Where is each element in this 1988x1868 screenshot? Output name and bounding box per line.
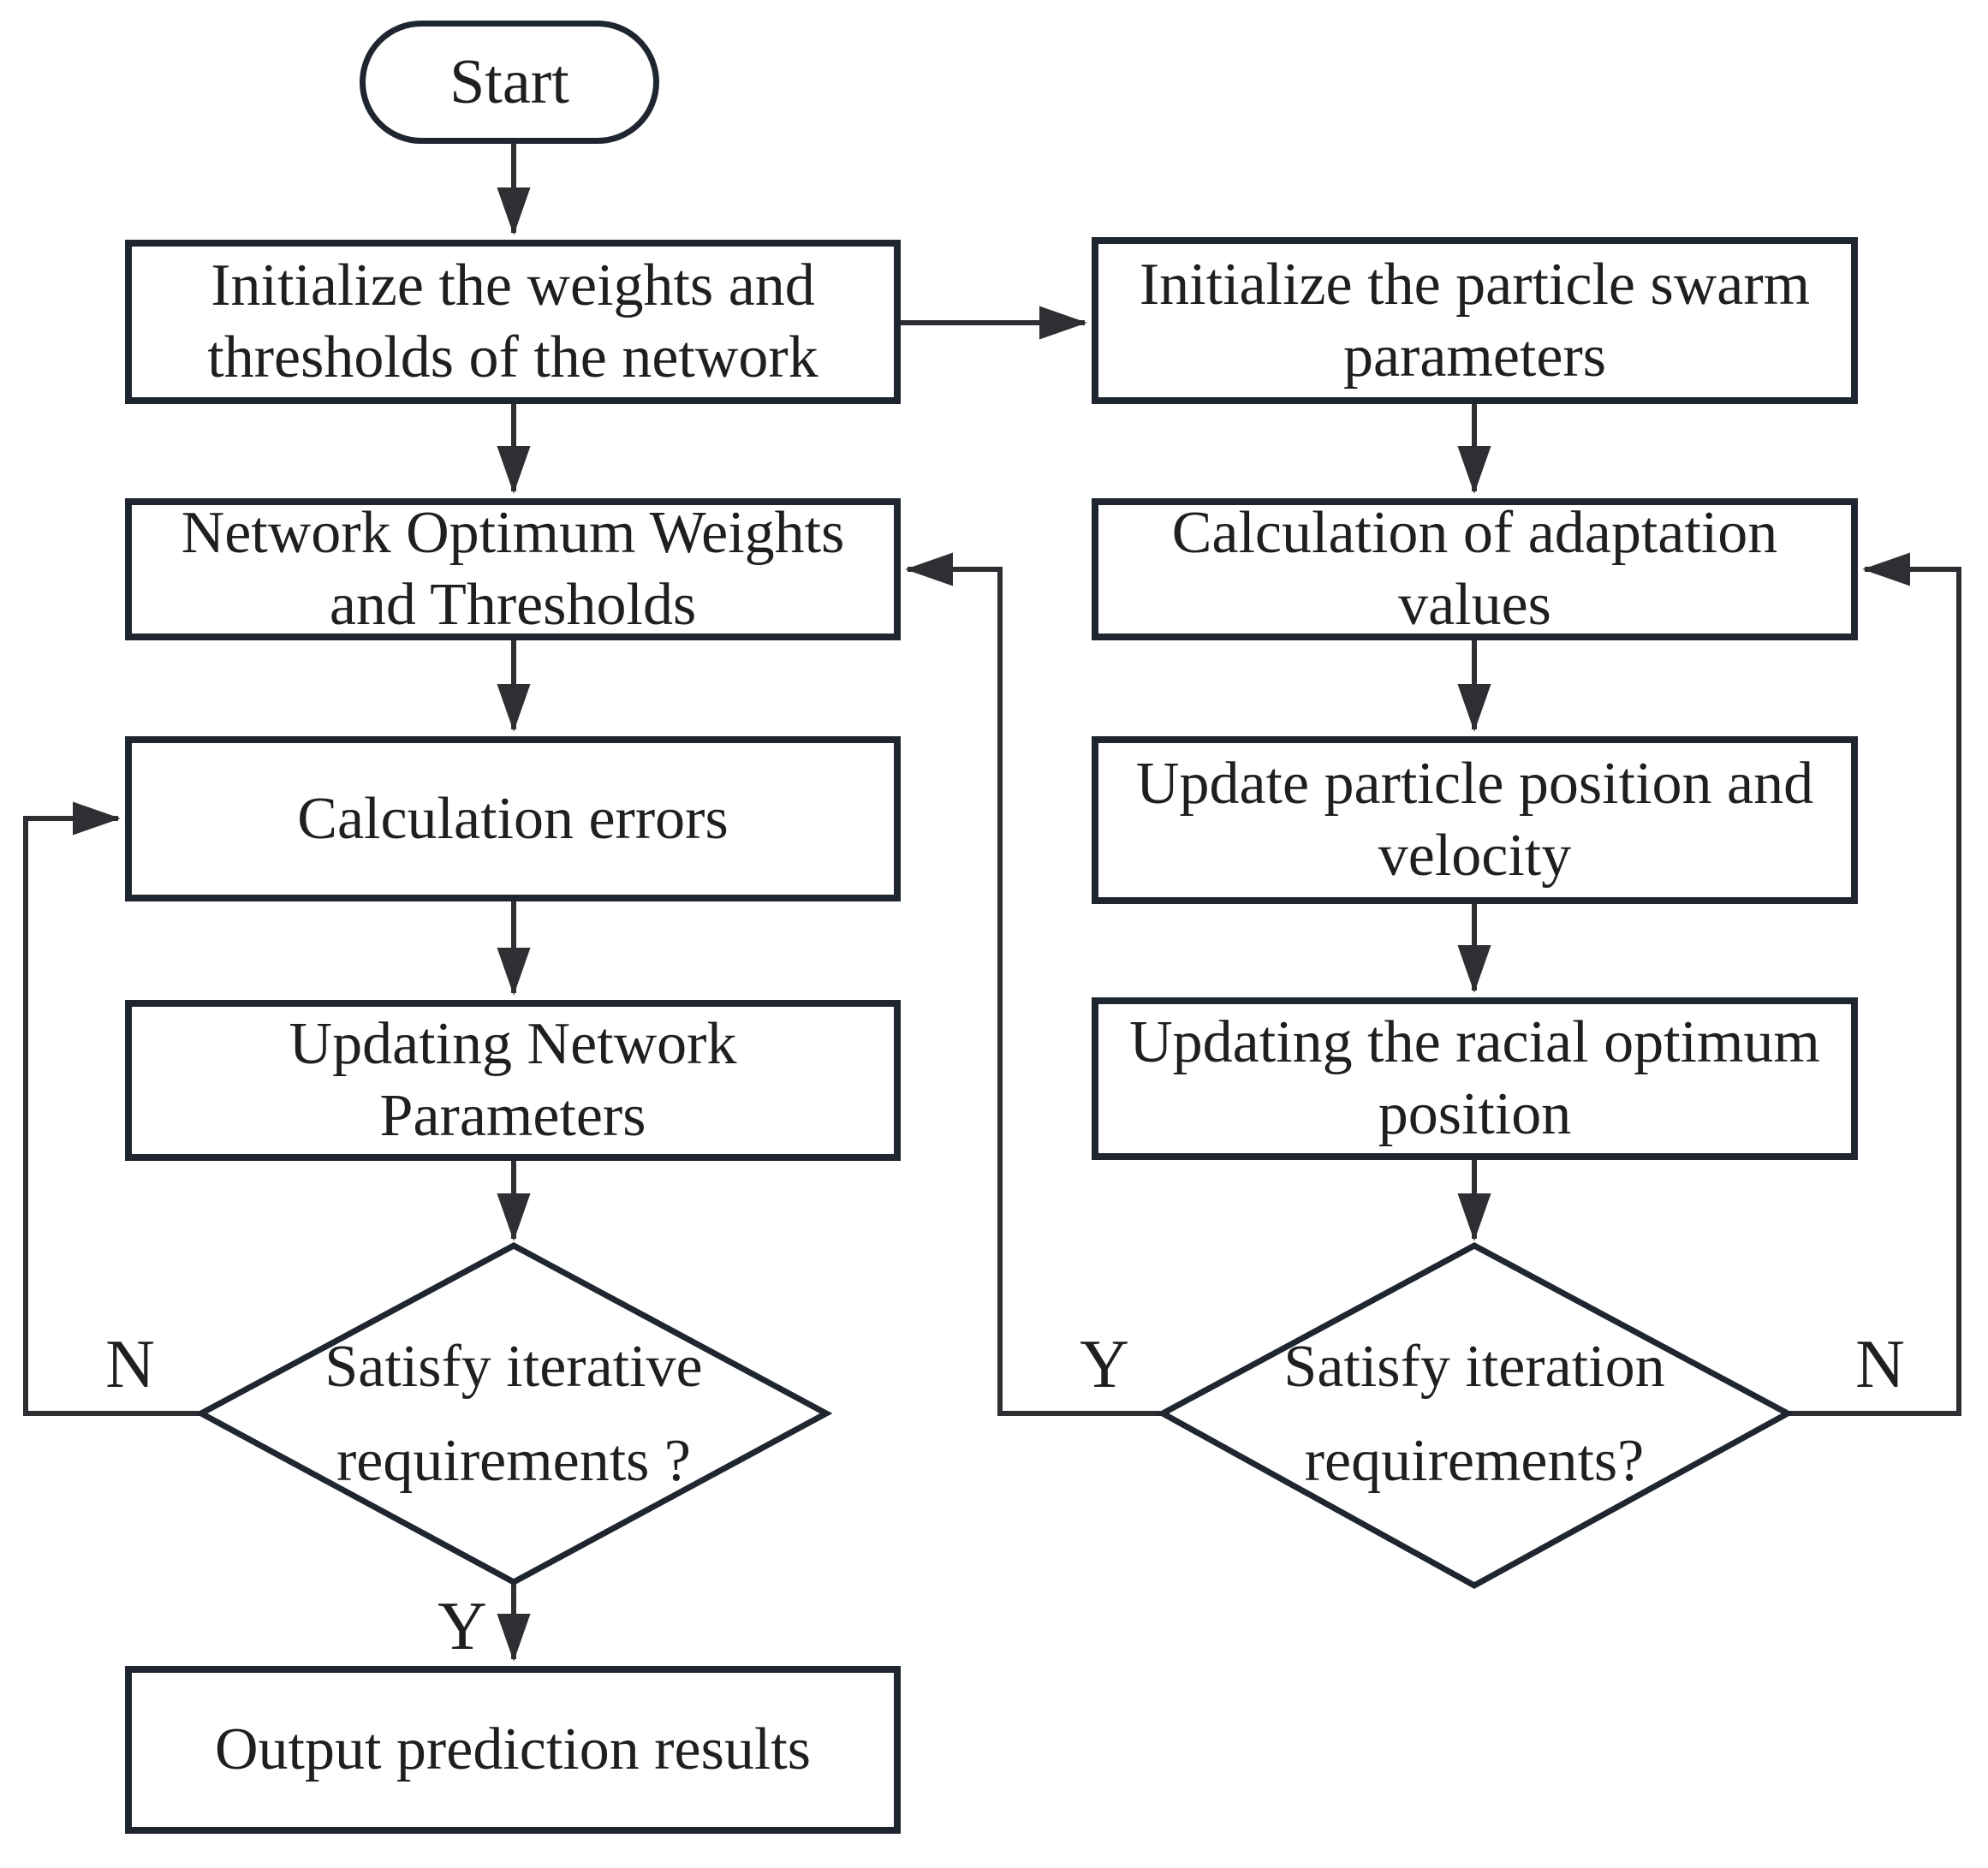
process-text-line: parameters	[1342, 323, 1607, 390]
branch-label-text: N	[105, 1326, 155, 1402]
decision-text-line: Satisfy iteration	[1283, 1334, 1665, 1400]
process-text-line: values	[1398, 572, 1551, 638]
process-text-line: Initialize the weights and	[211, 253, 815, 318]
loop-decision-right-yes-to-optimum	[905, 552, 1163, 1416]
branch-label-right-yes: Y	[1045, 1313, 1164, 1416]
process-init-weights: Initialize the weights and thresholds of…	[125, 240, 901, 404]
process-optimum-weights: Network Optimum Weights and Thresholds	[125, 498, 901, 640]
process-text-line: and Thresholds	[329, 572, 697, 638]
process-text-line: velocity	[1378, 823, 1572, 889]
process-text-line: thresholds of the network	[207, 324, 818, 390]
process-text-line: Updating Network	[289, 1011, 737, 1077]
branch-label-text: Y	[1080, 1326, 1129, 1402]
process-text-line: Network Optimum Weights	[181, 500, 845, 566]
decision-left-diamond	[194, 1242, 833, 1585]
decision-right-label: Satisfy iteration requirements?	[1200, 1303, 1748, 1526]
process-text-line: Parameters	[379, 1083, 646, 1149]
process-init-pso: Initialize the particle swarm parameters	[1092, 237, 1858, 404]
branch-label-text: N	[1855, 1326, 1905, 1402]
start-node: Start	[360, 21, 659, 144]
process-text-line: Calculation errors	[297, 785, 729, 852]
process-text-line: Output prediction results	[214, 1716, 811, 1782]
process-update-network: Updating Network Parameters	[125, 1000, 901, 1161]
process-calc-errors: Calculation errors	[125, 736, 901, 901]
loop-decision-left-no-to-calc-errors	[23, 801, 201, 1416]
decision-right-diamond	[1156, 1242, 1795, 1589]
process-text-line: position	[1378, 1081, 1572, 1147]
branch-label-left-no: N	[70, 1313, 190, 1416]
process-text-line: Calculation of adaptation	[1171, 500, 1778, 566]
decision-text-line: Satisfy iterative	[324, 1334, 703, 1400]
branch-label-right-no: N	[1820, 1313, 1940, 1416]
decision-text-line: requirements?	[1304, 1428, 1645, 1494]
branch-label-left-yes: Y	[402, 1575, 522, 1678]
start-label: Start	[449, 47, 569, 117]
decision-left-label: Satisfy iterative requirements ?	[240, 1303, 788, 1526]
decision-text-line: requirements ?	[336, 1428, 691, 1494]
loop-decision-right-no-to-adaptation	[1788, 552, 1961, 1416]
process-update-particle: Update particle position and velocity	[1092, 736, 1858, 904]
process-text-line: Updating the racial optimum	[1129, 1009, 1820, 1075]
process-output-results: Output prediction results	[125, 1666, 901, 1834]
process-text-line: Initialize the particle swarm	[1139, 251, 1811, 318]
branch-label-text: Y	[437, 1588, 487, 1664]
process-update-racial: Updating the racial optimum position	[1092, 997, 1858, 1160]
process-adaptation-values: Calculation of adaptation values	[1092, 498, 1858, 640]
process-text-line: Update particle position and	[1135, 751, 1814, 817]
